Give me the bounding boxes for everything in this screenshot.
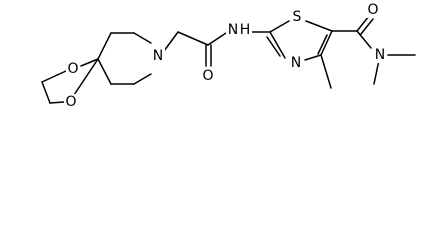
atom-label: N (375, 47, 385, 63)
atom-n-thiazole: N (289, 55, 303, 71)
chemical-structure-diagram: N O O N H O S N O (41, 2, 416, 110)
bond (133, 32, 152, 44)
bond (41, 81, 51, 104)
bond (356, 30, 372, 49)
bond (73, 58, 99, 96)
atom-nh-amide: N H (226, 22, 252, 38)
bond (320, 54, 332, 89)
bond (41, 70, 67, 83)
atom-label: N (291, 55, 301, 71)
atom-label: O (367, 2, 378, 18)
atom-n-dimethylamide: N (373, 47, 387, 63)
atom-o-dioxolane-top: O (66, 61, 80, 77)
atom-label: O (202, 68, 213, 84)
atom-o-carbonyl-right: O (366, 2, 380, 18)
atom-label-hydrogen: H (240, 22, 251, 38)
bond (317, 34, 328, 55)
bond (133, 73, 152, 85)
bond (356, 15, 370, 32)
bond (177, 31, 209, 46)
bond (97, 32, 112, 60)
atom-n-spiro: N (151, 48, 165, 64)
bond (207, 32, 227, 46)
bond (305, 20, 333, 32)
atom-label: O (65, 94, 76, 110)
bond (163, 31, 179, 52)
bond (320, 30, 333, 56)
bond (304, 54, 322, 61)
atom-labels: N O O N H O S N O (64, 2, 387, 110)
bond (269, 31, 286, 59)
bond (49, 101, 65, 104)
bond (97, 58, 112, 85)
atom-s-thiazole: S (290, 9, 304, 25)
atom-o-carbonyl-left: O (201, 68, 215, 84)
bond (80, 58, 99, 67)
atom-label: N (153, 48, 163, 64)
atom-label: N (228, 22, 238, 38)
atom-o-dioxolane-bottom: O (64, 94, 78, 110)
atom-label: O (67, 61, 78, 77)
bond (373, 59, 380, 85)
bond (360, 18, 374, 35)
atom-label: S (293, 9, 302, 25)
bond-lines (41, 15, 416, 104)
bond (269, 20, 290, 33)
bond (266, 36, 281, 57)
